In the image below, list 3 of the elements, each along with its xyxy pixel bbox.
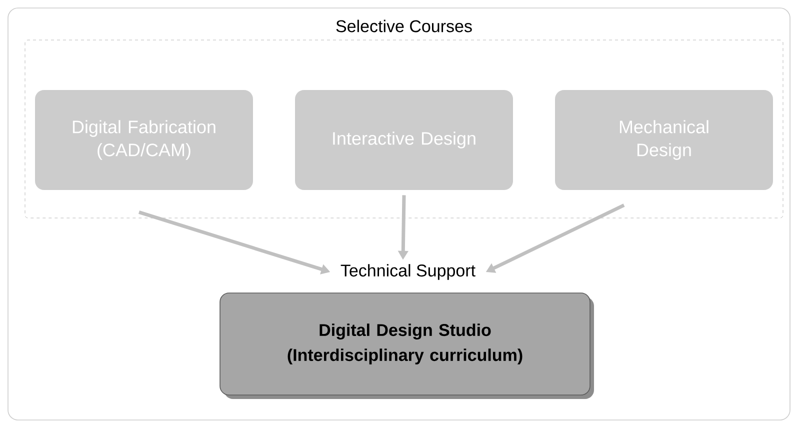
studio-box: Digital Design Studio (Interdisciplinary curriculum) bbox=[220, 292, 594, 399]
support-label: Technical Support bbox=[340, 264, 476, 280]
node-label: Selective Courses bbox=[336, 20, 472, 32]
